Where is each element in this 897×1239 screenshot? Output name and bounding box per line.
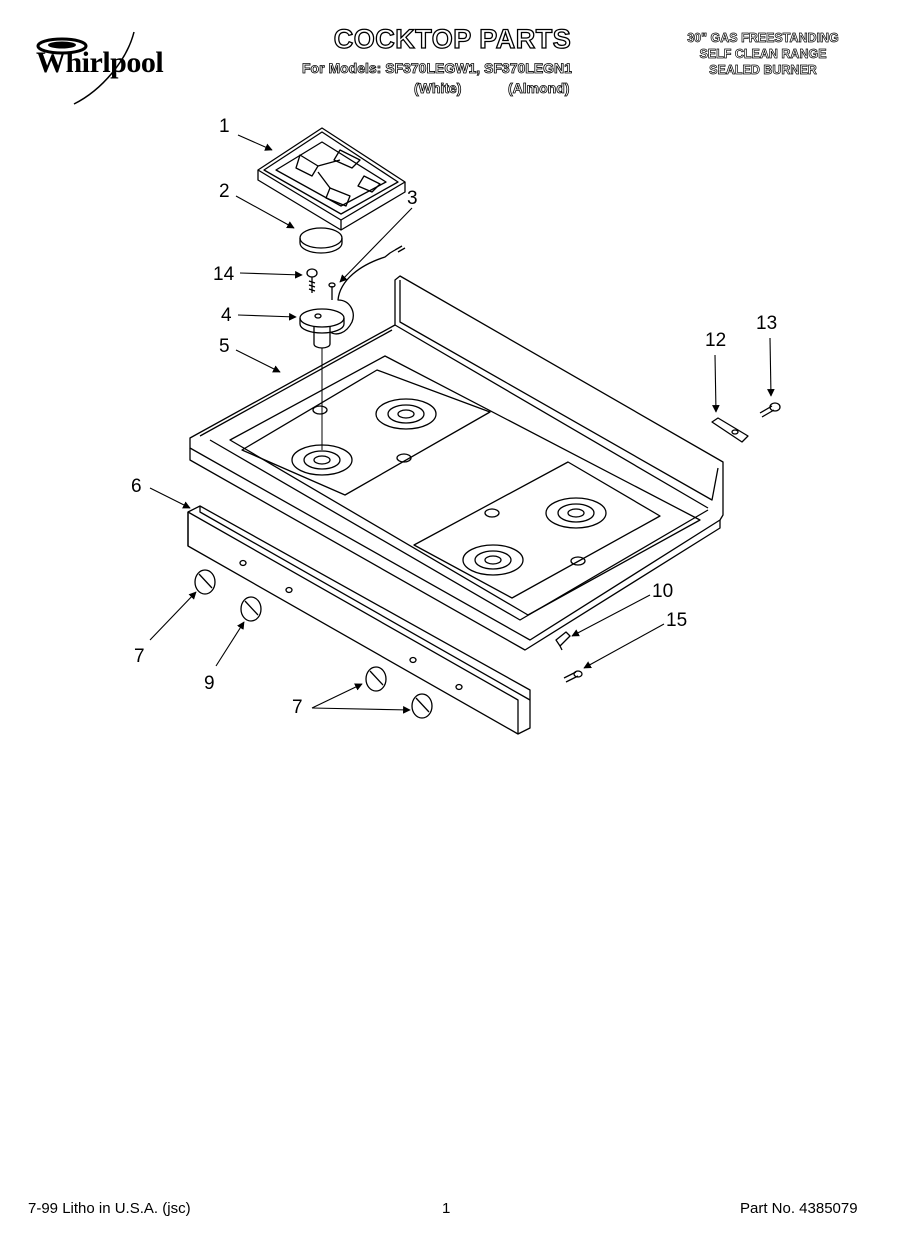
control-panel-strip: [187, 505, 531, 735]
description-line-2: SELF CLEAN RANGE: [699, 47, 827, 62]
callout-14: 14: [213, 264, 235, 285]
model-numbers: For Models: SF370LEGW1, SF370LEGN1: [302, 60, 573, 77]
description-line-3: SEALED BURNER: [709, 63, 817, 78]
callout-3: 3: [407, 188, 418, 209]
variant-almond: (Almond): [508, 80, 570, 97]
burner-screw: [306, 268, 318, 293]
callout-7-bottom: 7: [292, 697, 303, 718]
callout-12: 12: [705, 330, 727, 351]
litho-note: 7-99 Litho in U.S.A. (jsc): [28, 1200, 191, 1217]
callout-13: 13: [756, 313, 778, 334]
cooktop-main-top: [189, 275, 724, 651]
callout-10: 10: [652, 581, 674, 602]
callout-6: 6: [131, 476, 142, 497]
burner-grate: [257, 127, 406, 231]
part-number: Part No. 4385079: [740, 1200, 858, 1217]
page-title: COCKTOP PARTS: [333, 23, 572, 54]
callout-4: 4: [221, 305, 232, 326]
burner-knob: [194, 569, 216, 595]
callout-1: 1: [219, 116, 230, 137]
burner-knob-9: [240, 596, 262, 622]
product-description: 30" GAS FREESTANDING SELF CLEAN RANGE SE…: [663, 30, 863, 78]
brand-logo: [36, 31, 135, 105]
igniter-electrode: [328, 245, 406, 335]
burner-knob: [411, 693, 433, 719]
callout-2: 2: [219, 181, 230, 202]
bracket-screw: [759, 402, 781, 418]
mounting-bracket: [711, 417, 749, 443]
cooktop-clip: [555, 631, 571, 651]
burner-base: [299, 308, 345, 349]
callout-15: 15: [666, 610, 688, 631]
burner-knob: [365, 666, 387, 692]
brand-wordmark: Whirlpool: [36, 46, 164, 79]
description-line-1: 30" GAS FREESTANDING: [687, 31, 839, 46]
callout-5: 5: [219, 336, 230, 357]
page-number: 1: [442, 1200, 451, 1217]
callout-9: 9: [204, 673, 215, 694]
panel-screw: [563, 670, 583, 683]
variant-white: (White): [414, 80, 462, 97]
burner-cap: [299, 227, 343, 254]
callout-7-left: 7: [134, 646, 145, 667]
